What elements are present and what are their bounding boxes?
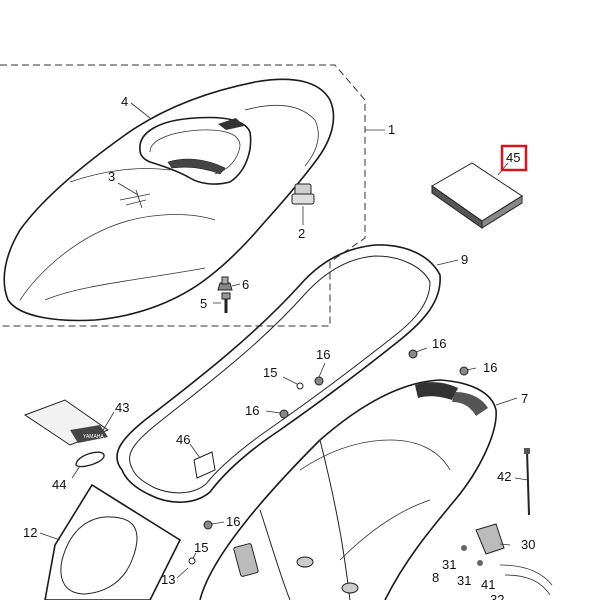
- seat-assembly-boundary: [0, 64, 366, 327]
- callout-31-b: 31: [457, 573, 471, 588]
- storage-box[interactable]: [199, 379, 497, 600]
- mat[interactable]: [44, 483, 182, 600]
- callout-7: 7: [521, 391, 528, 406]
- callout-16-e: 16: [226, 514, 240, 529]
- bolt[interactable]: [221, 292, 231, 313]
- highlight-box-45: [500, 144, 528, 172]
- owners-manual[interactable]: [431, 162, 523, 229]
- callout-2: 2: [298, 226, 305, 241]
- callout-1: 1: [388, 122, 395, 137]
- callout-9: 9: [461, 252, 468, 267]
- band[interactable]: [75, 451, 105, 468]
- bolt-16[interactable]: [203, 349, 469, 530]
- seat-emblem[interactable]: [119, 189, 151, 209]
- owner-card-label: YAMAHA: [83, 434, 104, 440]
- callout-41: 41: [481, 577, 495, 592]
- callout-16-a: 16: [316, 347, 330, 362]
- callout-15-b: 15: [194, 540, 208, 555]
- callout-12: 12: [23, 525, 37, 540]
- callout-43: 43: [115, 400, 129, 415]
- callout-32: 32: [490, 592, 504, 600]
- callout-45: 45: [506, 150, 520, 165]
- caution-label[interactable]: [193, 451, 216, 479]
- nut[interactable]: [217, 276, 233, 291]
- callout-42: 42: [497, 469, 511, 484]
- callout-16-b: 16: [245, 403, 259, 418]
- callout-4: 4: [121, 94, 128, 109]
- callout-5: 5: [200, 296, 207, 311]
- callout-13: 13: [161, 572, 175, 587]
- seat-lock[interactable]: [461, 523, 553, 596]
- callout-30: 30: [521, 537, 535, 552]
- cable-tie[interactable]: [524, 448, 530, 516]
- leader-lines: [39, 102, 529, 579]
- damper[interactable]: [291, 183, 315, 205]
- grommet-15[interactable]: [188, 382, 304, 565]
- owner-card[interactable]: YAMAHA: [23, 399, 110, 446]
- callout-15-a: 15: [263, 365, 277, 380]
- callout-16-c: 16: [432, 336, 446, 351]
- callout-16-d: 16: [483, 360, 497, 375]
- backrest[interactable]: [139, 116, 252, 185]
- callout-44: 44: [52, 477, 66, 492]
- lid-gasket[interactable]: [116, 244, 441, 503]
- callout-46: 46: [176, 432, 190, 447]
- callout-31-a: 31: [442, 557, 456, 572]
- callout-8: 8: [432, 570, 439, 585]
- callout-3: 3: [108, 169, 115, 184]
- callout-6: 6: [242, 277, 249, 292]
- seat[interactable]: [3, 78, 335, 322]
